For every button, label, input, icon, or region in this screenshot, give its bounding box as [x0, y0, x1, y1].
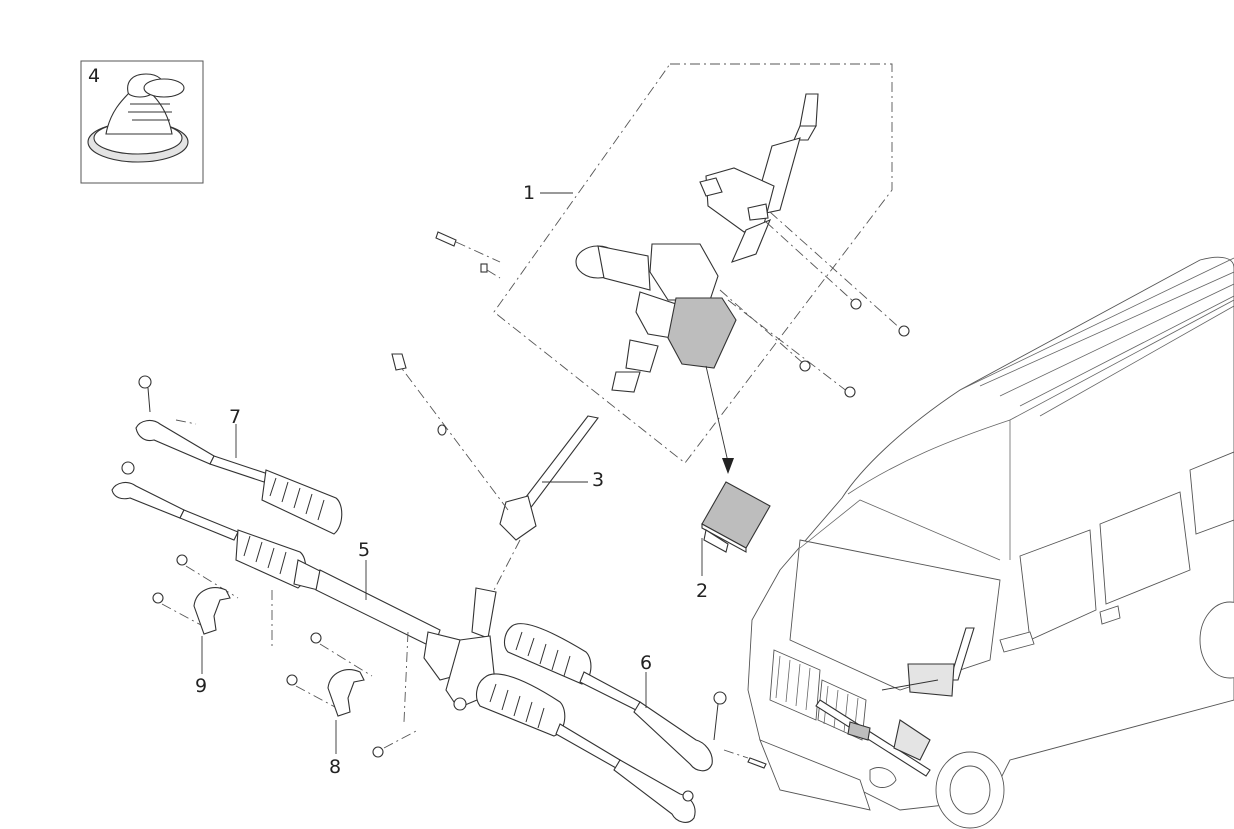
part-1-steering-column	[575, 93, 819, 393]
part-8-clamp	[286, 632, 419, 758]
part-9-clamp	[152, 554, 239, 635]
column-fasteners	[435, 211, 910, 398]
callout-6: 6	[640, 652, 652, 674]
part-3-intermediate-shaft	[391, 353, 599, 591]
ecu-arrow-head	[722, 458, 734, 474]
callout-2: 2	[696, 580, 708, 602]
ecu-arrow-line	[705, 365, 729, 463]
callout-5: 5	[358, 539, 370, 561]
callout-1: 1	[523, 182, 535, 204]
van-location-illustration	[747, 256, 1234, 829]
part-6-tie-rod-right	[503, 623, 767, 772]
callout-8: 8	[329, 756, 341, 778]
column-assembly-boundary	[493, 63, 893, 464]
part-7-tie-rod-left	[135, 375, 343, 535]
part-2-ecu	[701, 481, 771, 553]
part-5-steering-rack	[111, 461, 497, 711]
callout-3: 3	[592, 469, 604, 491]
inset-part-4-boot	[80, 60, 204, 184]
callout-4: 4	[88, 65, 100, 87]
callout-9: 9	[195, 675, 207, 697]
callout-7: 7	[229, 406, 241, 428]
part-6-lower-tie-rod	[475, 673, 696, 823]
